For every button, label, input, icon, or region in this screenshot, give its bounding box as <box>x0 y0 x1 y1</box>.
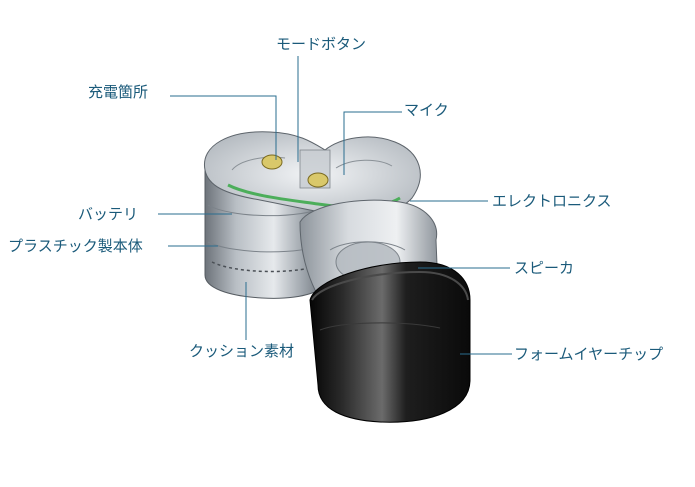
charging-contact-2 <box>307 172 329 188</box>
label-speaker: スピーカ <box>514 259 575 277</box>
label-mode-button: モードボタン <box>276 35 367 53</box>
label-battery: バッテリ <box>78 205 139 223</box>
label-foam-eartip: フォームイヤーチップ <box>514 345 664 363</box>
label-cushion-material: クッション素材 <box>189 342 295 360</box>
label-electronics: エレクトロニクス <box>492 192 612 210</box>
foam-eartip-shape <box>309 261 471 423</box>
label-mic: マイク <box>404 101 449 119</box>
leader-charging-point <box>170 95 277 160</box>
label-plastic-body: プラスチック製本体 <box>8 237 143 255</box>
charging-contact-1 <box>261 154 283 170</box>
leader-mic <box>343 111 402 175</box>
leader-lines <box>158 56 512 355</box>
label-charging-point: 充電箇所 <box>88 83 149 101</box>
